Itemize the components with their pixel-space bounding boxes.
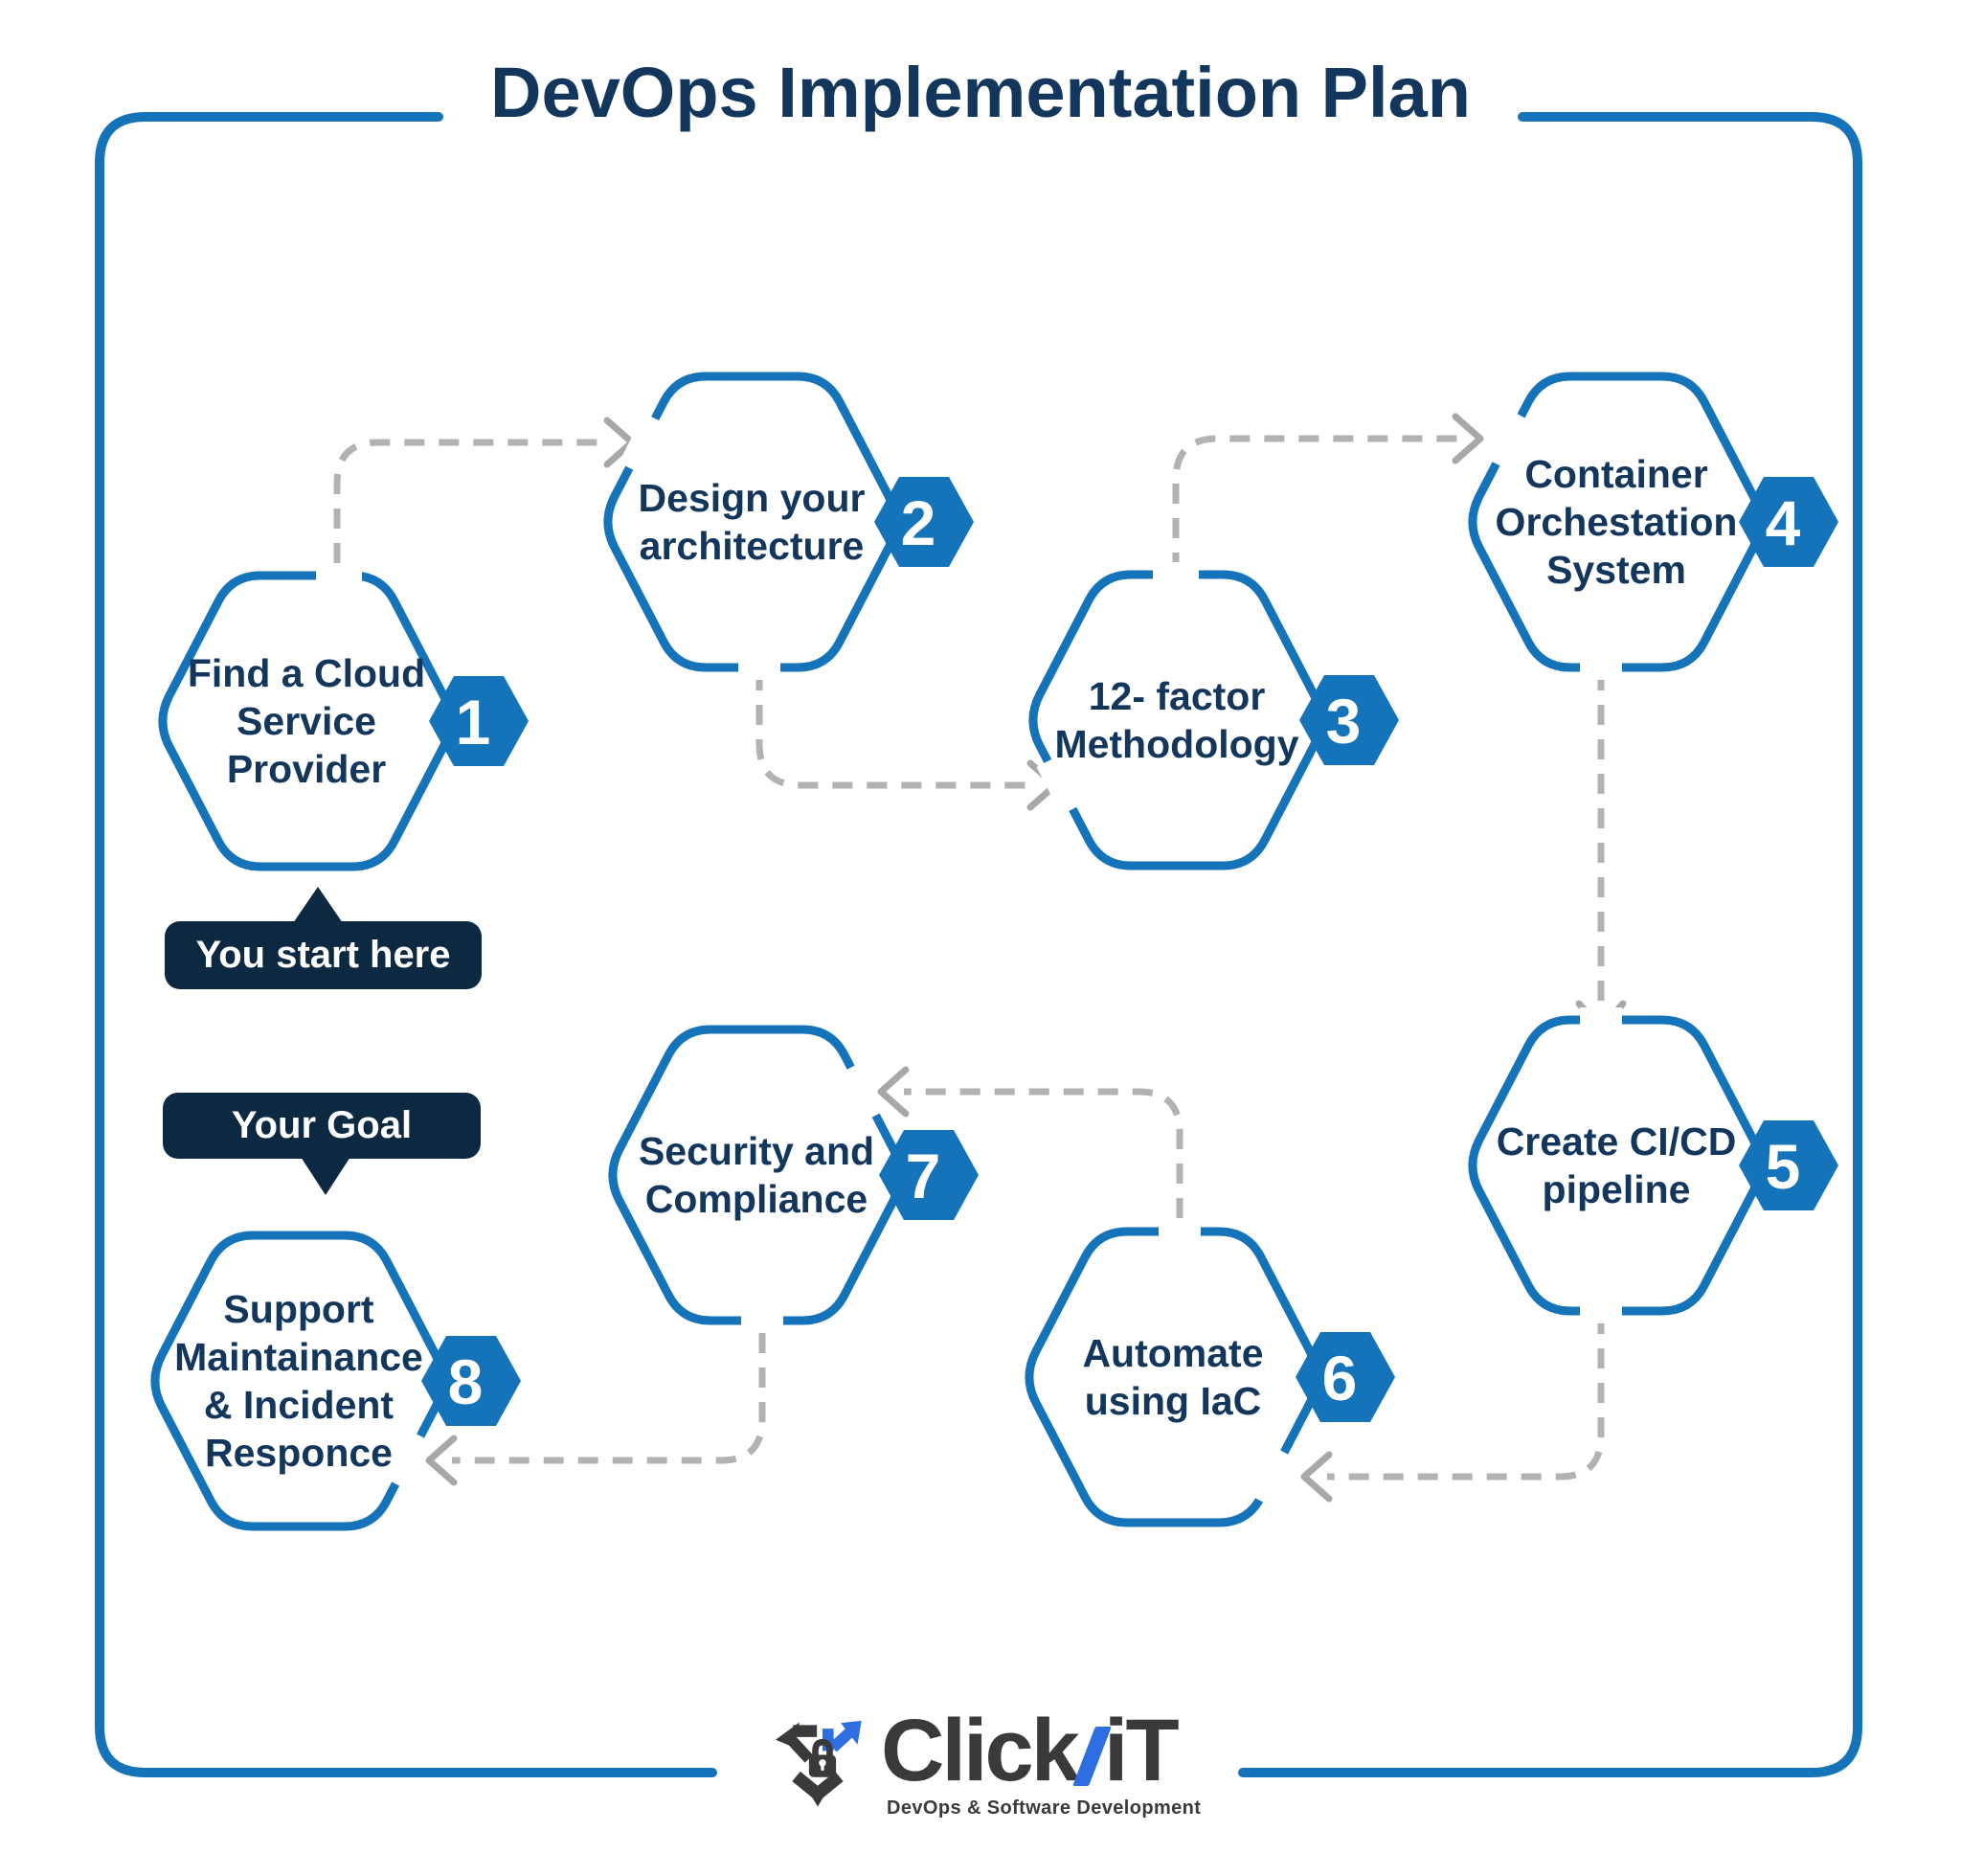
outline-gap [1036,756,1084,815]
badge-hexagon-3 [1299,675,1399,765]
start-callout-pointer [293,887,343,923]
badge-hexagon-8 [421,1336,521,1426]
flow-connectors [333,413,1627,1503]
badge-number-3: 3 [1326,686,1362,757]
badge-hexagon-6 [1296,1332,1395,1422]
frame-right-segment [1238,112,1862,1777]
badge-number-7: 7 [906,1141,941,1211]
step-label-3: 12- factor Methodology [1054,673,1299,766]
badge-number-8: 8 [448,1346,484,1417]
outline-gap [1484,410,1532,469]
badge-hexagon-7 [879,1130,979,1220]
badge-hexagon-5 [1739,1120,1838,1210]
frame-left-segment [95,112,717,1777]
step-label-4: Container Orchestation System [1495,451,1738,593]
goal-callout-pointer [301,1157,350,1195]
brand-suffix: iT [1103,1702,1180,1799]
step-label-8: Support Maintainance & Incident Responce [174,1286,423,1476]
outline-gaps [316,410,1622,1506]
goal-callout: Your Goal [163,1093,481,1159]
badge-number-4: 4 [1766,487,1801,558]
arrowhead-6-7 [877,1066,910,1118]
step-numbers: 1 2 3 4 5 6 7 8 [448,487,1801,1417]
badge-number-1: 1 [456,687,491,757]
connector-1-2 [333,439,609,563]
badge-number-2: 2 [901,487,936,558]
badge-number-5: 5 [1766,1131,1801,1202]
connector-6-7 [904,1088,1183,1218]
outline-gap [839,1062,887,1121]
connector-2-3 [755,670,1032,789]
connector-3-4 [1172,435,1457,573]
outline-gap [385,1431,433,1490]
connector-5-6 [1327,1314,1605,1480]
step-label-2: Design your architecture [638,475,866,568]
badge-hexagon-4 [1739,477,1838,567]
step-label-5: Create CI/CD pipeline [1496,1119,1737,1211]
page-title: DevOps Implementation Plan [490,53,1471,132]
outer-frame [95,112,1862,1777]
arrowhead-7-8 [425,1435,458,1486]
step-label-1: Find a Cloud Service Provider [187,650,426,792]
outline-gap [619,413,666,474]
badge-number-6: 6 [1322,1343,1358,1413]
start-callout: You start here [165,921,482,989]
badge-hexagon-1 [429,676,529,766]
brand-tagline: DevOps & Software Development [887,1797,1202,1819]
brand-prefix: Click [881,1702,1080,1799]
outline-gap [1249,1447,1296,1506]
step-badges [421,477,1838,1426]
shield-lock-icon [775,1720,862,1807]
connector-7-8 [452,1333,766,1464]
badge-hexagon-2 [874,477,974,567]
arrowhead-5-6 [1300,1451,1333,1503]
step-label-7: Security and Compliance [638,1128,875,1221]
arrowhead-3-4 [1452,413,1484,464]
padlock-icon [808,1738,837,1777]
step-label-6: Automate using IaC [1082,1330,1264,1423]
